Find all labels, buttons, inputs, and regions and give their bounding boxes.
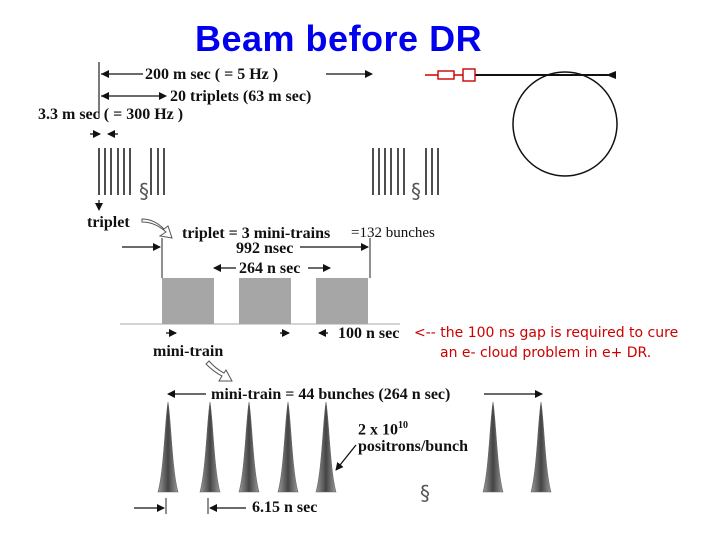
bunch-7 — [530, 401, 552, 493]
minitrain-block-1 — [162, 278, 214, 324]
triplets-label: 20 triplets (63 m sec) — [170, 88, 312, 105]
intensity-unit: positrons/bunch — [358, 438, 468, 455]
triplet-group-1 — [98, 148, 165, 195]
minitrain-block-2 — [239, 278, 291, 324]
bunch-6 — [482, 401, 504, 493]
bunch-3 — [238, 401, 260, 493]
minitrain-label: mini-train — [153, 343, 224, 360]
intensity-base: 2 x 10 — [358, 421, 398, 439]
damping-ring — [425, 68, 618, 177]
minitrain-zoom-arrow — [205, 360, 233, 382]
bunch-2 — [199, 401, 221, 493]
triplet-definition: triplet = 3 mini-trains — [182, 225, 331, 242]
bunch-1 — [157, 401, 179, 493]
bunch-4 — [277, 401, 299, 493]
gap-label: 100 n sec — [338, 325, 400, 342]
spacing-label: 3.3 m sec ( = 300 Hz ) — [38, 106, 184, 123]
bunch-5 — [315, 401, 337, 493]
triplet-zoom-arrow — [141, 218, 173, 239]
bunch-count-label: =132 bunches — [351, 225, 435, 241]
break-symbol-3: § — [420, 481, 430, 505]
minitrain-definition: mini-train = 44 bunches (264 n sec) — [211, 386, 451, 403]
gap-note-line-1: <-- the 100 ns gap is required to cure — [414, 325, 679, 341]
triplet-length-label: 992 nsec — [236, 240, 294, 257]
page-title: Beam before DR — [195, 18, 483, 59]
minitrain-block-3 — [316, 278, 368, 324]
triplet-group-2 — [372, 148, 439, 195]
intensity-arrow — [335, 444, 357, 471]
gap-note-line-2: an e- cloud problem in e+ DR. — [440, 345, 652, 361]
intensity-label: 2 x 1010 — [358, 420, 408, 439]
break-symbol-2: § — [411, 179, 421, 203]
triplet-label: triplet — [87, 214, 130, 231]
period-label: 200 m sec ( = 5 Hz ) — [145, 66, 279, 83]
bunch-shapes — [157, 401, 552, 493]
minitrain-length-label: 264 n sec — [239, 260, 301, 277]
intensity-exponent: 10 — [398, 420, 408, 431]
bunch-spacing-label: 6.15 n sec — [252, 499, 318, 516]
break-symbol-1: § — [139, 179, 149, 203]
